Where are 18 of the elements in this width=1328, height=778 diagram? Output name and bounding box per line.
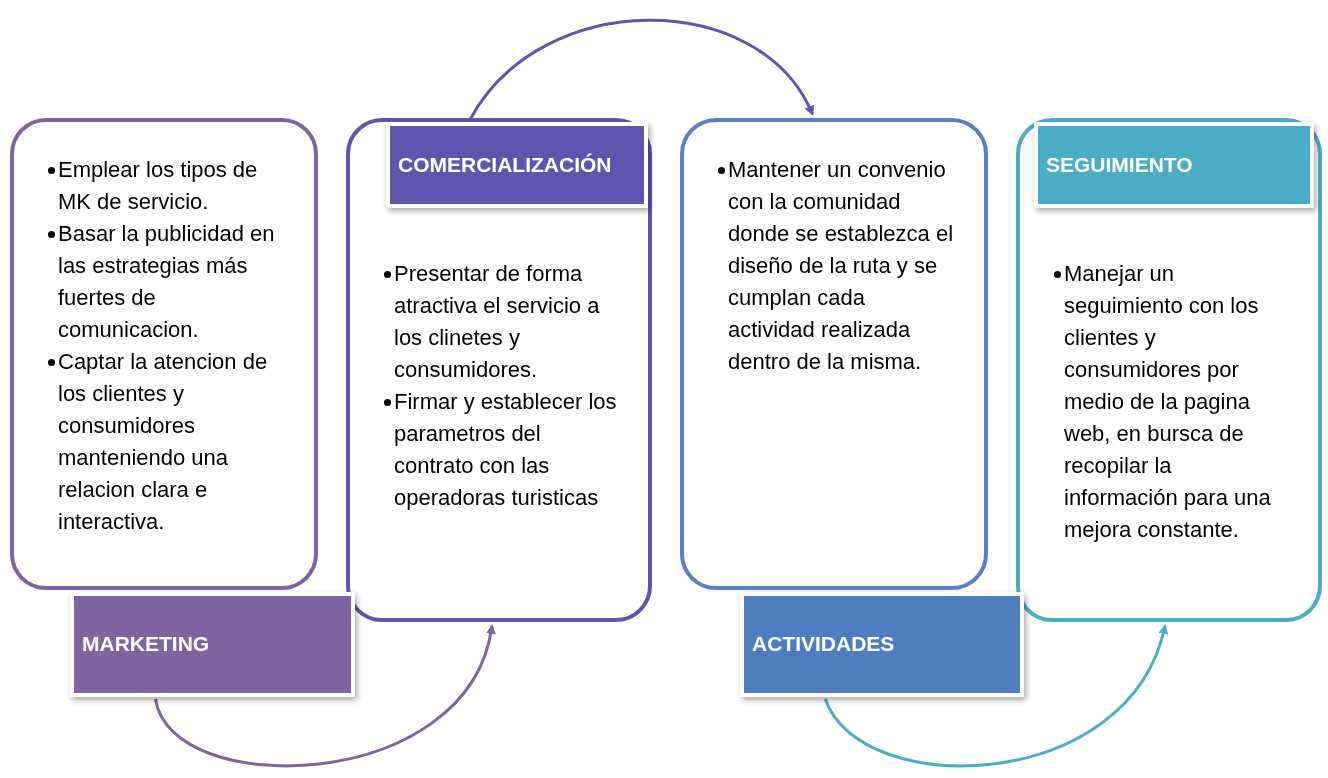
rounded-panel [346, 118, 652, 622]
bullet-text: Mantener un convenio con la comunidad donde se establezca el diseño de la ruta y se cumplan cada actividad realizada dentro de la misma. [728, 156, 955, 376]
bullet-text: Manejar un seguimiento con los clientes y consumidores por medio de la pagina web, en bursca de recopilar la información para una mejora constante. [1064, 260, 1272, 544]
bullet-text: Presentar de forma atractiva el servicio a los clinetes y consumidores. [394, 260, 601, 384]
tab-title: MARKETING [82, 631, 211, 658]
curved-arrow [154, 624, 495, 768]
rounded-panel [1016, 118, 1322, 622]
rounded-panel [10, 118, 318, 590]
tab-title: COMERCIALIZACIÓN [398, 151, 613, 178]
curved-arrow [468, 18, 814, 121]
tab-title: ACTIVIDADES [752, 631, 896, 658]
rounded-panel [680, 118, 988, 590]
bullet-text: Emplear los tipos de MK de servicio. [58, 156, 259, 216]
bullet-text: Captar la atencion de los clientes y consumidores manteniendo una relacion clara e interactiva. [58, 348, 269, 536]
bullet-text: Firmar y establecer los parametros del contrato con las operadoras turisticas [394, 388, 618, 512]
tab-title: SEGUIMIENTO [1046, 151, 1194, 178]
bullet-text: Basar la publicidad en las estrategias más fuertes de comunicacion. [58, 220, 276, 344]
curved-arrow [823, 624, 1168, 768]
